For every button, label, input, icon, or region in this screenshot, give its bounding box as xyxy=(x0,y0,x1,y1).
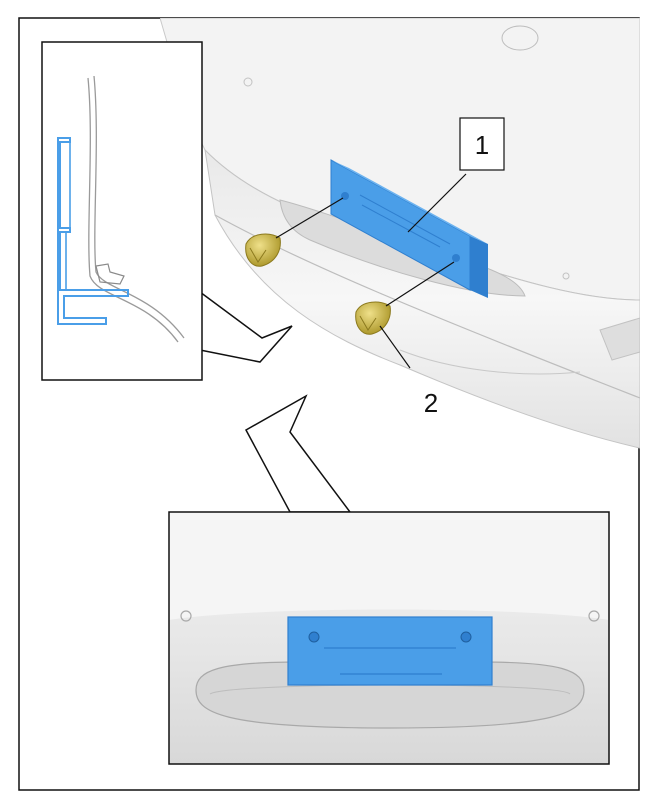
detail-upper-surface xyxy=(169,512,609,620)
bracket-rib xyxy=(359,194,451,245)
bracket-top xyxy=(331,160,488,244)
section-inset-frame xyxy=(41,41,203,381)
bracket-side xyxy=(470,236,488,298)
guide-line xyxy=(385,261,455,307)
inset-pointer xyxy=(199,291,293,363)
callout-number-1: 1 xyxy=(475,130,489,160)
plate-detail-view xyxy=(168,394,610,765)
bumper-main-view xyxy=(160,18,640,449)
detail-frame xyxy=(168,511,610,765)
section-body-profile xyxy=(93,75,185,339)
mounting-hole-icon xyxy=(588,610,600,622)
callout-1-box xyxy=(459,117,505,171)
screw-icon xyxy=(245,233,281,267)
section-clip-profile xyxy=(95,263,125,285)
section-body-profile-inner xyxy=(87,77,179,343)
vent-right xyxy=(599,317,640,361)
mounting-hole-icon xyxy=(308,631,320,643)
license-plate-bracket-front xyxy=(287,616,493,686)
guide-line xyxy=(275,197,344,239)
callout-leader-1 xyxy=(407,173,467,233)
bracket-face xyxy=(330,159,471,291)
mounting-hole-icon xyxy=(452,254,460,262)
detail-pointer xyxy=(244,394,352,513)
mounting-hole-icon xyxy=(180,610,192,622)
license-plate-bracket xyxy=(330,159,488,298)
section-detail-inset xyxy=(41,41,293,381)
emblem-outline xyxy=(501,25,539,51)
bumper-groove xyxy=(214,214,640,399)
bracket-rib xyxy=(361,204,441,248)
screw-icon xyxy=(355,301,391,335)
callout-leader-2 xyxy=(379,325,411,369)
section-bracket-profile xyxy=(57,137,129,325)
bumper-hole xyxy=(562,272,570,280)
bumper-hole xyxy=(243,77,253,87)
bracket-front-face xyxy=(287,616,493,686)
bumper-groove-2 xyxy=(399,349,581,375)
mounting-hole-icon xyxy=(460,631,472,643)
callout-number-2: 2 xyxy=(424,388,438,418)
